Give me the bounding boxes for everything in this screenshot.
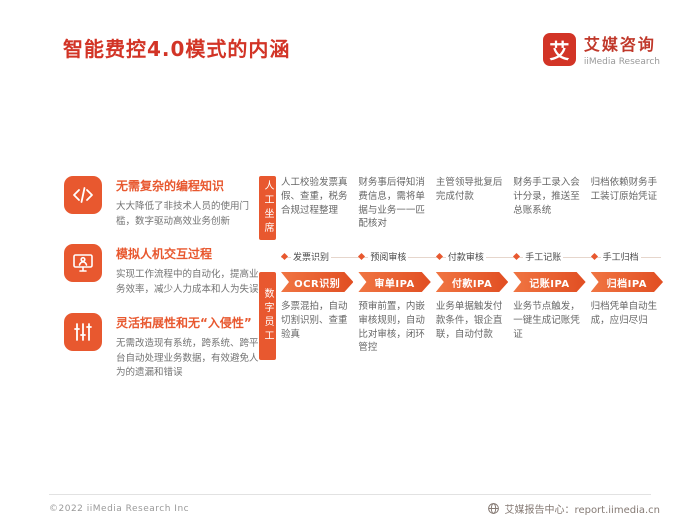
globe-icon <box>487 503 499 514</box>
logo-mark-icon: 艾 <box>542 32 576 66</box>
manual-step-text: 归档依赖财务手工装订原始凭证 <box>590 177 658 202</box>
logo: 艾 艾媒咨询 iiMedia Research <box>542 31 660 67</box>
feature-body: 大大降低了非技术人员的使用门槛，数字驱动高效业务创新 <box>116 201 250 227</box>
stage-marker: 手工记账 <box>513 250 585 263</box>
feature-title: 模拟人机交互过程 <box>116 247 213 262</box>
feature-content: 模拟人机交互过程 实现工作流程中的自动化，提高业务效率，减少人力成本和人为失误 <box>116 244 260 297</box>
manual-row-label: 人工坐席 <box>259 176 276 240</box>
stage-marker: 手工归档 <box>590 250 663 263</box>
report-center-link[interactable]: 艾媒报告中心：report.iimedia.cn <box>487 501 660 516</box>
manual-step-text: 主管领导批复后完成付款 <box>435 177 503 202</box>
diamond-icon <box>280 252 289 261</box>
feature-content: 灵活拓展性和无“入侵性” 无需改造现有系统，跨系统、跨平台自动处理业务数据，有效… <box>116 313 260 381</box>
diamond-icon <box>590 252 598 261</box>
page-title: 智能费控4.0模式的内涵 <box>63 37 291 61</box>
diamond-icon <box>513 252 521 261</box>
code-icon <box>64 176 102 214</box>
feature-title: 无需复杂的编程知识 <box>116 179 225 193</box>
process-arrow: OCR识别 <box>281 272 353 292</box>
feature-list: 无需复杂的编程知识 大大降低了非技术人员的使用门槛，数字驱动高效业务创新 模拟人… <box>64 176 262 396</box>
stage-timeline: 发票识别 预阅审核 付款审核 手工记账 手工归档 <box>259 249 663 264</box>
digital-process-row: 数字员工 OCR识别 多票混拍，自动切割识别、查重验真 审单IPA 预审前置，内… <box>259 272 663 360</box>
footer-divider <box>49 494 651 495</box>
digital-row-label: 数字员工 <box>259 272 276 360</box>
feature-body: 无需改造现有系统，跨系统、跨平台自动处理业务数据，有效避免人为的遗漏和错误 <box>116 337 259 379</box>
stage-marker: 发票识别 <box>280 250 353 263</box>
copyright-text: ©2022 iiMedia Research Inc <box>49 504 190 514</box>
process-arrow: 审单IPA <box>358 272 430 292</box>
manual-process-row: 人工坐席 人工校验发票真假、查重，税务合规过程整理 财务事后得知消费信息，需将单… <box>259 176 663 240</box>
digital-step: OCR识别 多票混拍，自动切割识别、查重验真 <box>281 272 353 360</box>
digital-step-text: 归档凭单自动生成，应归尽归 <box>590 301 658 326</box>
feature-content: 无需复杂的编程知识 大大降低了非技术人员的使用门槛，数字驱动高效业务创新 <box>116 176 260 229</box>
logo-name-cn: 艾媒咨询 <box>583 35 656 54</box>
feature-item-coding: 无需复杂的编程知识 大大降低了非技术人员的使用门槛，数字驱动高效业务创新 <box>64 176 262 229</box>
logo-name-en: iiMedia Research <box>583 57 660 67</box>
feature-body: 实现工作流程中的自动化，提高业务效率，减少人力成本和人为失误 <box>116 269 259 296</box>
stage-label: 预阅审核 <box>368 250 409 263</box>
digital-step: 记账IPA 业务节点触发，一键生成记账凭证 <box>513 272 585 360</box>
process-diagram: 人工坐席 人工校验发票真假、查重，税务合规过程整理 财务事后得知消费信息，需将单… <box>259 176 663 360</box>
sliders-icon <box>64 312 102 351</box>
process-arrow: 付款IPA <box>436 272 508 292</box>
diamond-icon <box>358 252 366 261</box>
stage-marker: 付款审核 <box>435 250 508 263</box>
digital-step: 审单IPA 预审前置，内嵌审核规则，自动比对审核，闭环管控 <box>358 272 430 360</box>
feature-item-flexible: 灵活拓展性和无“入侵性” 无需改造现有系统，跨系统、跨平台自动处理业务数据，有效… <box>64 312 262 381</box>
human-computer-icon <box>64 244 102 283</box>
process-arrow: 记账IPA <box>513 272 585 292</box>
diamond-icon <box>435 252 443 261</box>
logo-text: 艾媒咨询 iiMedia Research <box>584 31 660 67</box>
digital-step: 付款IPA 业务单据触发付款条件，银企直联，自动付款 <box>435 272 508 360</box>
process-arrow: 归档IPA <box>591 272 663 292</box>
digital-step-text: 多票混拍，自动切割识别、查重验真 <box>281 301 348 340</box>
report-center-text: 艾媒报告中心：report.iimedia.cn <box>504 505 660 516</box>
digital-step-text: 业务节点触发，一键生成记账凭证 <box>513 301 580 340</box>
feature-item-hci: 模拟人机交互过程 实现工作流程中的自动化，提高业务效率，减少人力成本和人为失误 <box>64 244 262 297</box>
stage-label: 手工记账 <box>523 250 564 263</box>
stage-marker: 预阅审核 <box>358 250 430 263</box>
stage-label: 发票识别 <box>291 250 332 263</box>
feature-title: 灵活拓展性和无“入侵性” <box>116 315 252 330</box>
digital-step: 归档IPA 归档凭单自动生成，应归尽归 <box>590 272 663 360</box>
digital-step-text: 业务单据触发付款条件，银企直联，自动付款 <box>435 301 503 340</box>
digital-step-text: 预审前置，内嵌审核规则，自动比对审核，闭环管控 <box>358 301 425 354</box>
manual-step-text: 人工校验发票真假、查重，税务合规过程整理 <box>281 177 348 216</box>
stage-label: 付款审核 <box>445 250 486 263</box>
stage-label: 手工归档 <box>600 250 641 263</box>
manual-step-text: 财务手工录入会计分录，推送至总账系统 <box>513 177 580 216</box>
manual-step-text: 财务事后得知消费信息，需将单据与业务一一匹配核对 <box>358 177 425 230</box>
